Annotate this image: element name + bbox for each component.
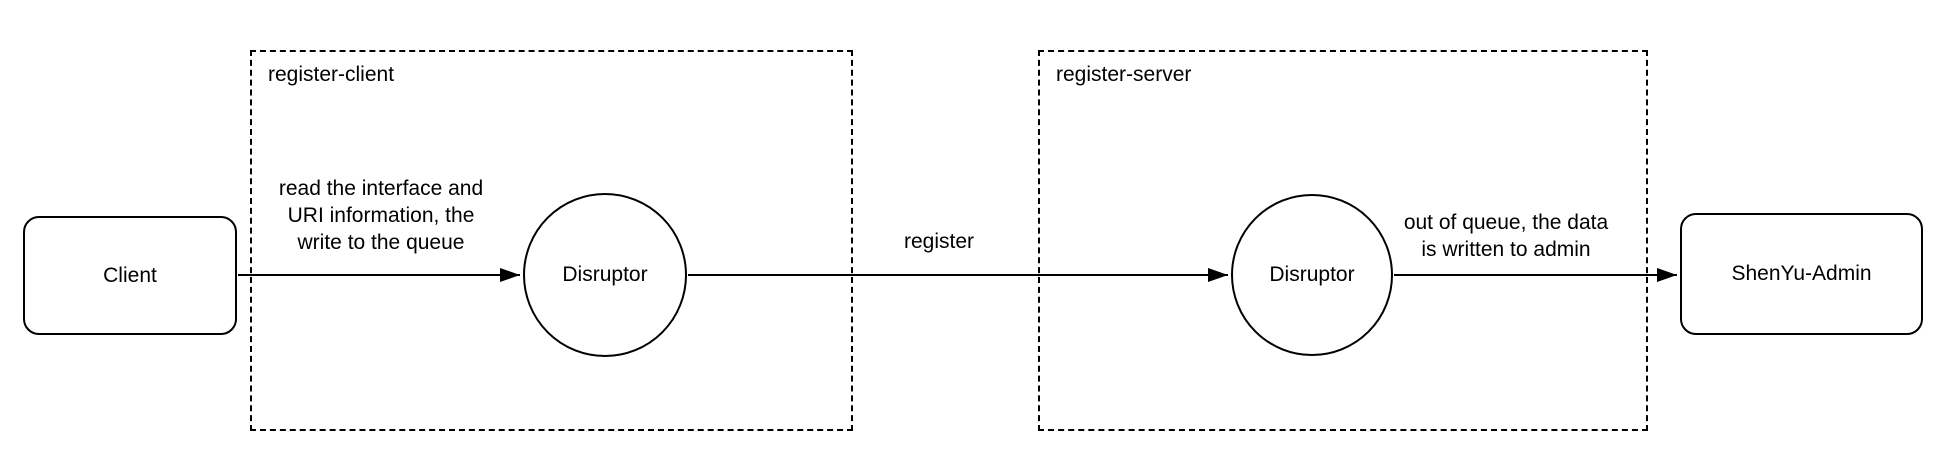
client-node-label: Client <box>103 263 157 287</box>
edge-label-disruptor-to-disruptor: register <box>903 228 975 255</box>
group-register-server-label: register-server <box>1056 63 1192 86</box>
disruptor-client-node: Disruptor <box>523 193 687 357</box>
group-register-server: register-server <box>1038 50 1648 431</box>
client-node: Client <box>23 216 237 335</box>
disruptor-server-node: Disruptor <box>1231 194 1393 356</box>
group-register-client: register-client <box>250 50 853 431</box>
shenyu-admin-node: ShenYu-Admin <box>1680 213 1923 335</box>
disruptor-server-node-label: Disruptor <box>1269 263 1355 286</box>
group-register-client-label: register-client <box>268 63 395 86</box>
edge-label-disruptor-to-admin: out of queue, the data is written to adm… <box>1403 209 1609 263</box>
edge-label-client-to-disruptor: read the interface and URI information, … <box>278 175 484 256</box>
disruptor-client-node-label: Disruptor <box>562 263 648 286</box>
shenyu-admin-node-label: ShenYu-Admin <box>1731 262 1872 285</box>
